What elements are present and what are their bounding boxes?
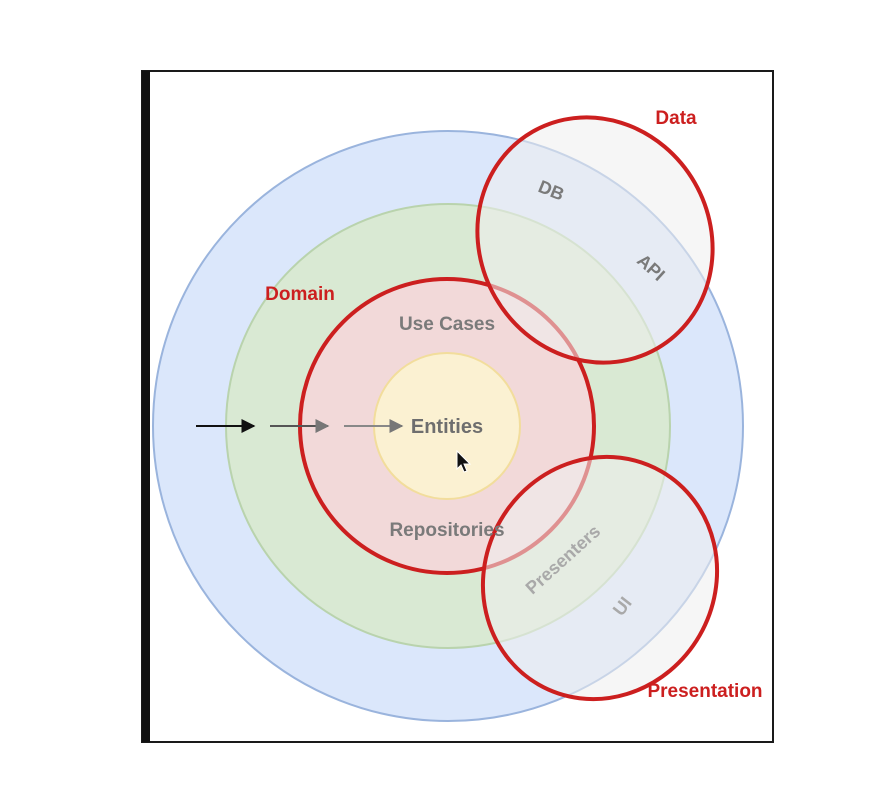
repositories-label: Repositories: [389, 520, 504, 541]
data-layer-ellipse: [475, 115, 715, 365]
data-label: Data: [655, 108, 697, 129]
presentation-label: Presentation: [647, 681, 762, 702]
pointer-cursor-icon: [456, 449, 472, 473]
use-cases-label: Use Cases: [399, 314, 495, 335]
presentation-layer-ellipse: [480, 454, 720, 702]
entities-label: Entities: [411, 416, 483, 438]
domain-label: Domain: [265, 284, 335, 305]
frame-left-edge: [142, 71, 150, 742]
